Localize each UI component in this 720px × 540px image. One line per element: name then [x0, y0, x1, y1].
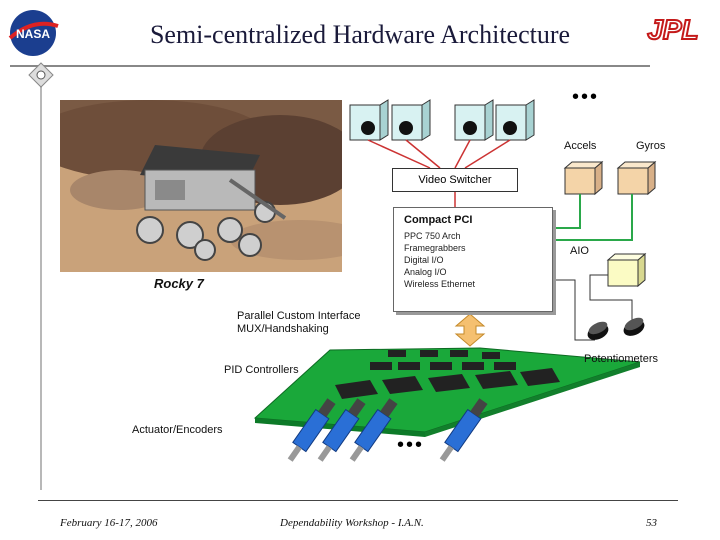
- accels-sensor: [563, 160, 604, 196]
- pot-wires: [551, 274, 633, 341]
- rover: [136, 145, 287, 261]
- potentiometer-1: [587, 321, 609, 340]
- diamond-ornament: [28, 62, 54, 88]
- ellipsis-cameras: •••: [572, 86, 600, 108]
- footer-event: Dependability Workshop - I.A.N.: [280, 517, 424, 529]
- parallel-interface-label-1: Parallel Custom Interface: [237, 310, 361, 322]
- camera-1: [349, 99, 389, 141]
- actuator-3: [349, 398, 398, 462]
- potentiometers-label: Potentiometers: [584, 353, 658, 365]
- title-rule: [10, 65, 650, 67]
- aio-label: AIO: [570, 245, 589, 257]
- page-number: 53: [646, 517, 657, 529]
- ellipsis-actuators: •••: [397, 434, 425, 456]
- pci-item: PPC 750 Arch: [404, 231, 461, 241]
- pci-item: Analog I/O: [404, 267, 447, 277]
- actuator-4: [439, 398, 488, 462]
- rover-photo: [60, 100, 342, 272]
- jpl-logo: JPL: [646, 14, 699, 44]
- video-switcher-box: Video Switcher: [392, 168, 518, 192]
- actuator-2: [317, 398, 366, 462]
- left-rule: [40, 70, 42, 490]
- compact-pci-title: Compact PCI: [404, 214, 473, 226]
- gyros-label: Gyros: [636, 140, 666, 152]
- actuator-1: [287, 398, 336, 462]
- camera-2: [391, 99, 431, 141]
- rover-caption: Rocky 7: [154, 276, 204, 291]
- camera-4: [495, 99, 535, 141]
- sensor-wires: [551, 194, 633, 241]
- pci-item: Digital I/O: [404, 255, 444, 265]
- accels-label: Accels: [564, 140, 597, 152]
- actuators-label: Actuator/Encoders: [132, 424, 223, 436]
- camera-group: [349, 99, 535, 141]
- svg-text:NASA: NASA: [16, 27, 50, 41]
- pid-controllers-label: PID Controllers: [224, 364, 299, 376]
- slide-title: Semi-centralized Hardware Architecture: [149, 20, 571, 49]
- parallel-interface-label-2: MUX/Handshaking: [237, 323, 329, 335]
- bus-arrow: [454, 313, 486, 347]
- aio-box: [606, 252, 647, 288]
- compact-pci-box: Compact PCI PPC 750 Arch Framegrabbers D…: [393, 207, 553, 312]
- footer-rule: [38, 500, 678, 501]
- camera-wires: [367, 139, 511, 207]
- pci-item: Framegrabbers: [404, 243, 466, 253]
- gyros-sensor: [616, 160, 657, 196]
- nasa-logo: NASA: [8, 10, 59, 56]
- footer-date: February 16-17, 2006: [60, 517, 158, 529]
- camera-3: [454, 99, 494, 141]
- pci-item: Wireless Ethernet: [404, 279, 476, 289]
- svg-text:JPL: JPL: [647, 14, 698, 44]
- potentiometer-2: [623, 317, 645, 336]
